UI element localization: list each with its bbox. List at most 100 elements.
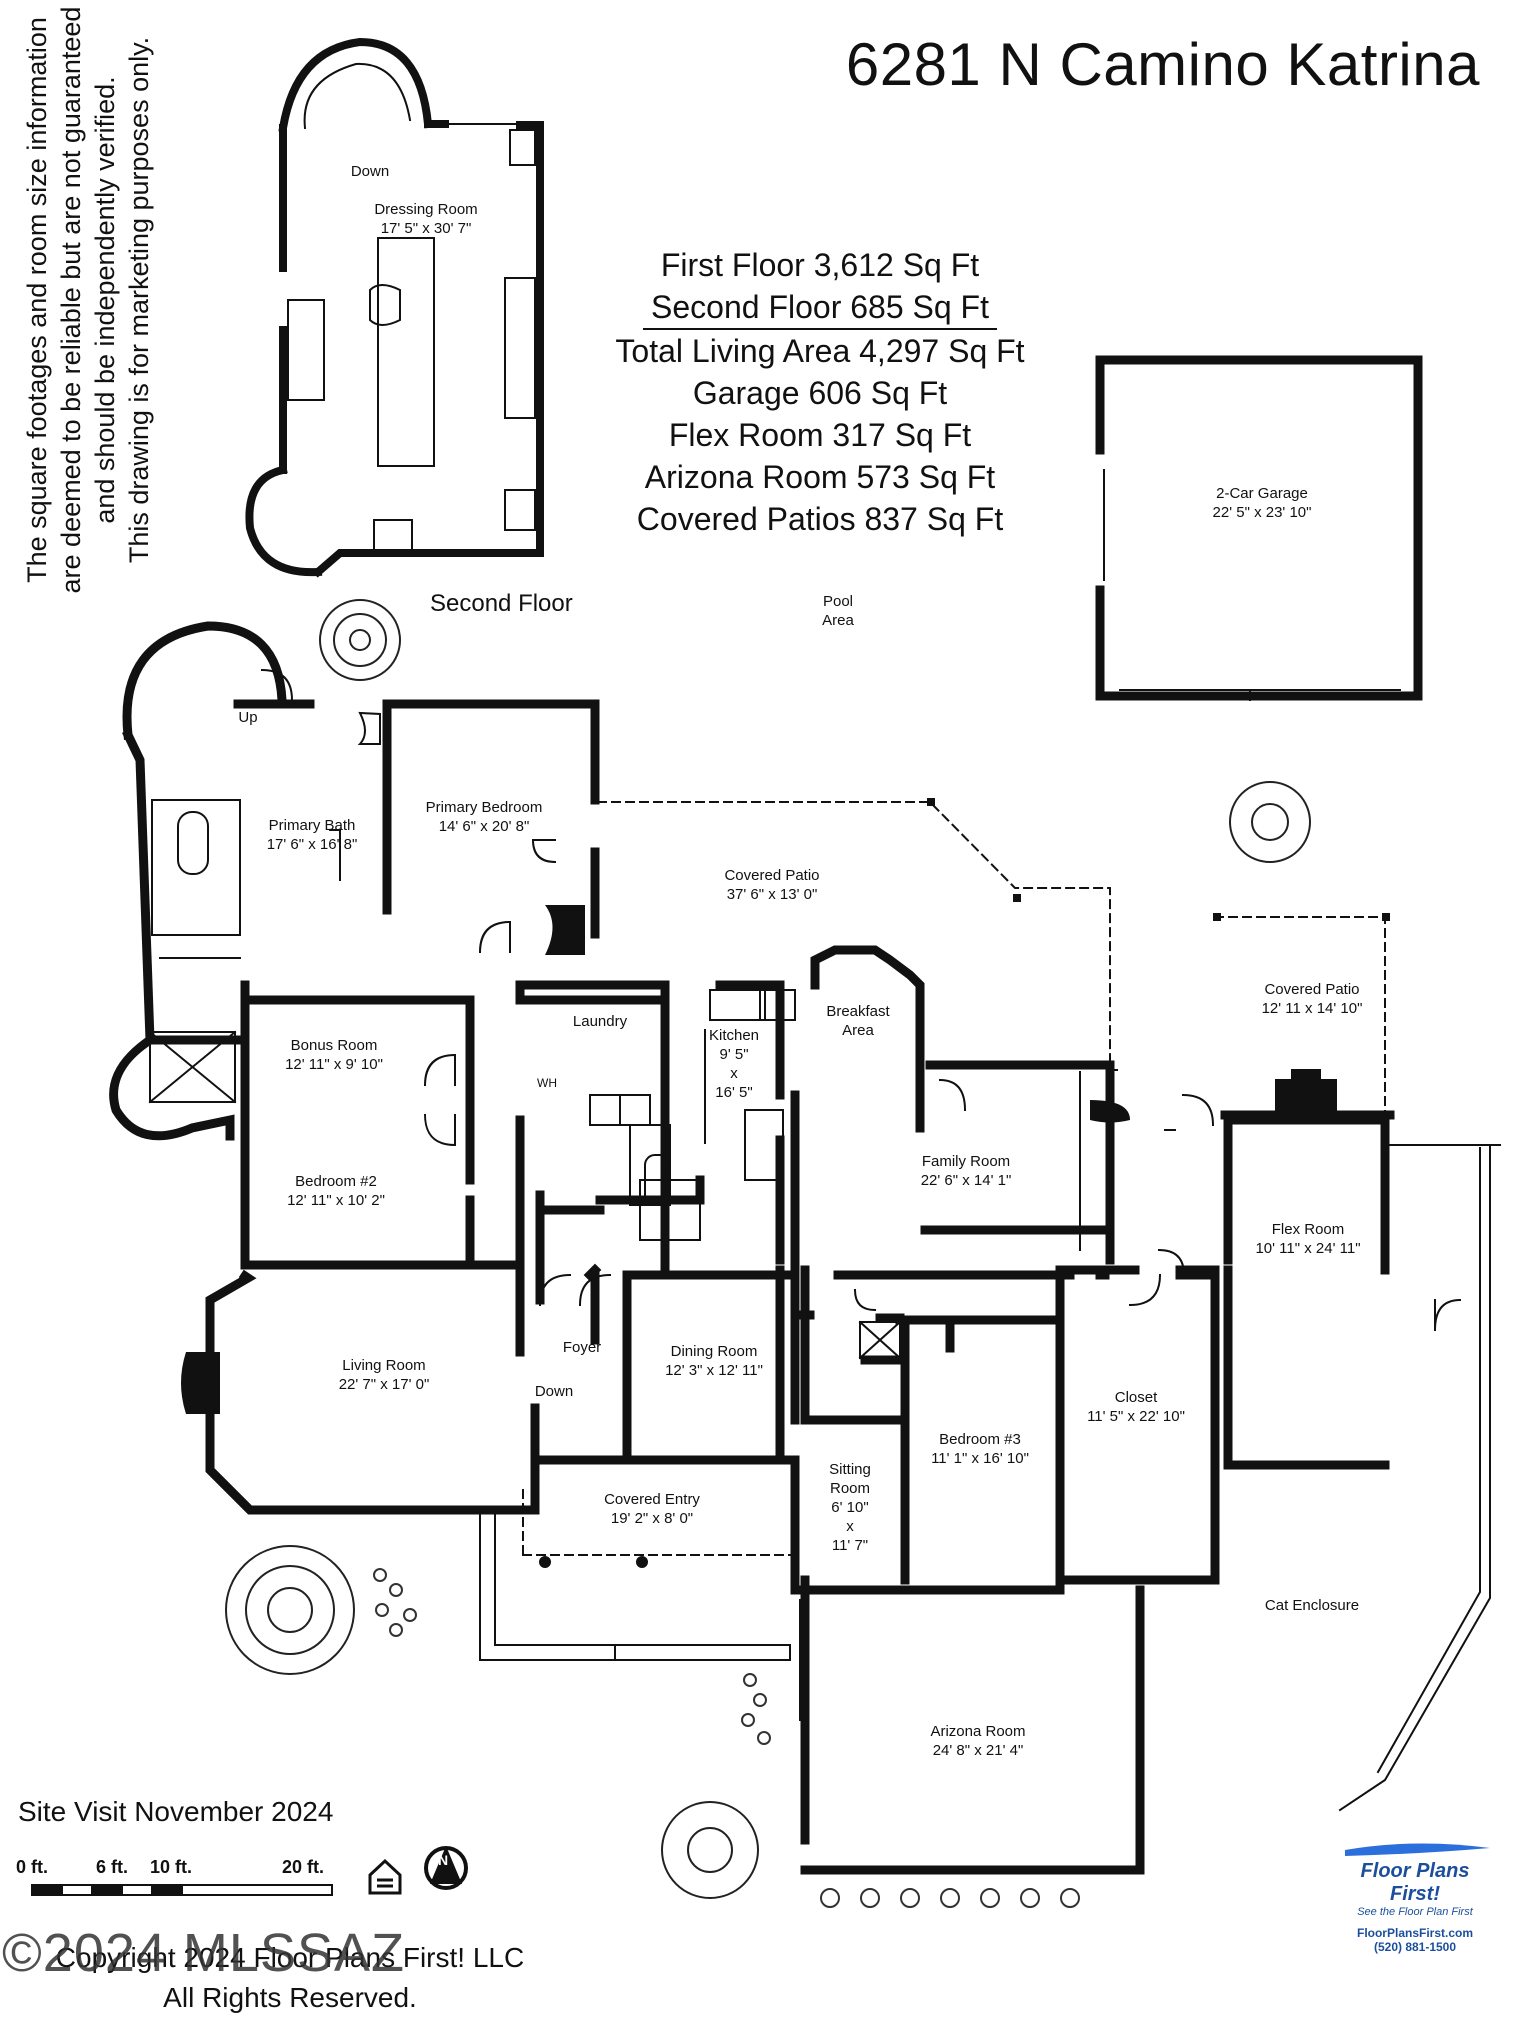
- room-name: Primary Bath: [268, 817, 356, 834]
- scale-6: 6 ft.: [96, 1857, 129, 1877]
- room-living: Living Room 22' 7" x 17' 0": [339, 1356, 430, 1394]
- room-dining: Dining Room 12' 3" x 12' 11": [665, 1342, 763, 1380]
- down-foyer-label: Down: [534, 1383, 574, 1400]
- room-name: Bedroom #2: [295, 1173, 377, 1190]
- logo-swoosh-icon: [1345, 1843, 1490, 1856]
- room-garage: 2-Car Garage 22' 5" x 23' 10": [1213, 484, 1312, 522]
- room-size: x: [846, 1518, 854, 1535]
- room-name: Covered Entry: [604, 1491, 700, 1508]
- room-name: Area: [842, 1022, 874, 1039]
- room-bedroom-3: Bedroom #3 11' 1" x 16' 10": [931, 1430, 1029, 1468]
- room-size: 11' 5" x 22' 10": [1087, 1408, 1185, 1425]
- room-size: 11' 1" x 16' 10": [931, 1450, 1029, 1467]
- water-heater-label: WH: [537, 1076, 557, 1090]
- room-size: 12' 11" x 9' 10": [285, 1056, 383, 1073]
- site-visit-label: Site Visit November 2024: [18, 1796, 334, 1827]
- room-size: 11' 7": [831, 1537, 869, 1554]
- equal-housing-icon: [368, 1858, 402, 1895]
- logo-tagline: See the Floor Plan First: [1357, 1906, 1473, 1918]
- room-name: Closet: [1114, 1389, 1158, 1406]
- room-breakfast: Breakfast Area: [826, 1002, 889, 1040]
- shrubs: [373, 1568, 1080, 1908]
- room-size: 17' 6" x 16' 8": [266, 836, 358, 853]
- room-size: 24' 8" x 21' 4": [932, 1742, 1024, 1759]
- room-primary-bedroom: Primary Bedroom 14' 6" x 20' 8": [426, 798, 543, 836]
- room-family: Family Room 22' 6" x 14' 1": [921, 1152, 1012, 1190]
- trees: [225, 599, 1311, 1899]
- room-sitting: Sitting Room 6' 10" x 11' 7": [829, 1460, 871, 1555]
- disclaimer-line: and should be independently verified.: [90, 76, 120, 524]
- room-dressing: Dressing Room 17' 5" x 30' 7": [374, 200, 477, 238]
- summary-second-floor: Second Floor 685 Sq Ft: [643, 286, 997, 330]
- scale-10: 10 ft.: [150, 1857, 193, 1877]
- disclaimer-line: The square footages and room size inform…: [22, 17, 52, 583]
- room-name: Dining Room: [670, 1343, 758, 1360]
- scale-bar: [31, 1884, 333, 1896]
- room-name: Sitting: [829, 1461, 871, 1478]
- room-foyer: Foyer: [562, 1339, 602, 1356]
- room-size: 22' 7" x 17' 0": [338, 1376, 430, 1393]
- room-name: Flex Room: [1271, 1221, 1345, 1238]
- room-size: 17' 5" x 30' 7": [380, 220, 472, 237]
- room-name: Dressing Room: [374, 201, 478, 218]
- room-name: Bedroom #3: [939, 1431, 1021, 1448]
- scale-0: 0 ft.: [16, 1857, 49, 1877]
- room-name: Area: [822, 612, 854, 629]
- room-flex: Flex Room 10' 11" x 24' 11": [1255, 1220, 1360, 1258]
- room-name: Covered Patio: [1264, 981, 1360, 998]
- room-size: 37' 6" x 13' 0": [726, 886, 818, 903]
- room-pool: Pool Area: [822, 592, 854, 630]
- down-label: Down: [350, 163, 390, 180]
- room-name: 2-Car Garage: [1216, 485, 1308, 502]
- summary-arizona: Arizona Room 573 Sq Ft: [644, 459, 996, 495]
- room-size: 14' 6" x 20' 8": [438, 818, 530, 835]
- disclaimer-line: This drawing is for marketing purposes o…: [124, 36, 154, 564]
- room-closet: Closet 11' 5" x 22' 10": [1087, 1388, 1185, 1426]
- disclaimer-line: are deemed to be reliable but are not gu…: [56, 6, 86, 594]
- room-name: Primary Bedroom: [425, 799, 543, 816]
- area-summary: First Floor 3,612 Sq Ft Second Floor 685…: [560, 244, 1080, 540]
- room-size: 16' 5": [715, 1084, 753, 1101]
- room-kitchen: Kitchen 9' 5" x 16' 5": [709, 1026, 759, 1102]
- room-size: 9' 5": [719, 1046, 749, 1063]
- room-size: 12' 3" x 12' 11": [665, 1362, 763, 1379]
- room-size: 19' 2" x 8' 0": [610, 1510, 694, 1527]
- summary-first-floor: First Floor 3,612 Sq Ft: [660, 247, 980, 283]
- north-label: N: [438, 1852, 449, 1868]
- fireplaces: [181, 905, 1337, 1414]
- room-name: Bonus Room: [290, 1037, 378, 1054]
- room-name: Covered Patio: [724, 867, 820, 884]
- room-size: 10' 11" x 24' 11": [1255, 1240, 1361, 1257]
- room-bedroom-2: Bedroom #2 12' 11" x 10' 2": [287, 1172, 385, 1210]
- copyright-line: Copyright 2024 Floor Plans First! LLC: [55, 1942, 525, 1973]
- logo-phone: (520) 881-1500: [1373, 1940, 1457, 1954]
- second-floor-label: Second Floor: [430, 590, 573, 617]
- room-name: Arizona Room: [930, 1723, 1026, 1740]
- scale-20: 20 ft.: [282, 1857, 325, 1877]
- room-name: Pool: [822, 593, 854, 610]
- room-laundry: Laundry: [572, 1013, 628, 1030]
- address-title: 6281 N Camino Katrina: [845, 31, 1480, 98]
- room-size: 6' 10": [831, 1499, 869, 1516]
- up-label: Up: [238, 709, 258, 726]
- room-name: Room: [829, 1480, 871, 1497]
- summary-flex: Flex Room 317 Sq Ft: [668, 417, 972, 453]
- logo-name: Floor Plans First!: [1360, 1860, 1470, 1905]
- room-bonus: Bonus Room 12' 11" x 9' 10": [285, 1036, 383, 1074]
- mls-watermark: ©2024 MLSSAZ: [2, 1923, 405, 1983]
- room-size: 12' 11" x 10' 2": [287, 1192, 385, 1209]
- room-size: 22' 6" x 14' 1": [920, 1172, 1012, 1189]
- first-floor-walls: [109, 621, 1395, 1875]
- room-name: Breakfast: [826, 1003, 890, 1020]
- room-arizona: Arizona Room 24' 8" x 21' 4": [930, 1722, 1025, 1760]
- copyright: Copyright 2024 Floor Plans First! LLC Al…: [10, 1938, 570, 2018]
- summary-garage: Garage 606 Sq Ft: [692, 375, 948, 411]
- room-size: 22' 5" x 23' 10": [1212, 504, 1312, 521]
- room-size: 12' 11 x 14' 10": [1261, 1000, 1363, 1017]
- north-arrow-icon: [424, 1846, 468, 1890]
- summary-total: Total Living Area 4,297 Sq Ft: [615, 333, 1025, 369]
- room-name: Living Room: [342, 1357, 426, 1374]
- company-logo: Floor Plans First! See the Floor Plan Fi…: [1340, 1860, 1490, 1954]
- logo-url: FloorPlansFirst.com: [1356, 1926, 1474, 1940]
